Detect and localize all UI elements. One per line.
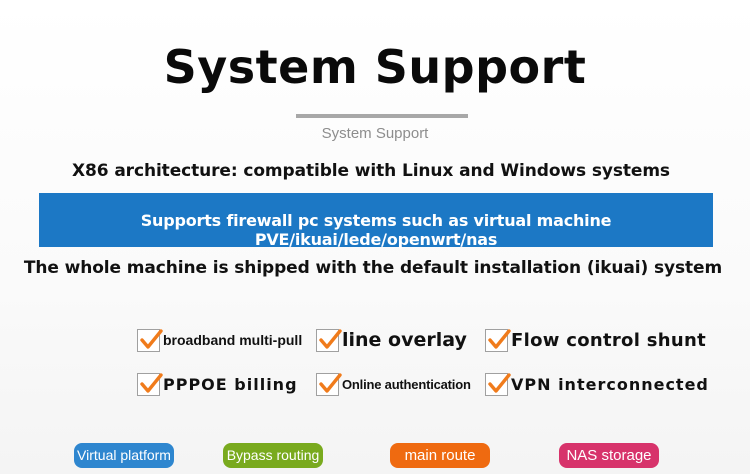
feature-label: Online authentication [342,376,471,392]
support-banner [39,193,713,247]
checkmark-icon [137,372,163,396]
feature-line-overlay: line overlay [316,326,467,354]
checkmark-icon [485,372,511,396]
tag-virtual-platform: Virtual platform [74,443,174,468]
title-underline [296,114,468,118]
tag-bypass-routing: Bypass routing [223,443,323,468]
page-title: System Support [163,40,587,94]
feature-vpn-interconnected: VPN interconnected [485,370,709,398]
support-banner-text: Supports firewall pc systems such as vir… [140,211,612,249]
checkmark-icon [485,328,511,352]
feature-broadband-multi-pull: broadband multi-pull [137,326,302,354]
feature-label: broadband multi-pull [163,332,303,348]
checkmark-icon [137,328,163,352]
feature-label: Flow control shunt [511,329,707,351]
tag-main-route: main route [390,443,490,468]
tag-nas-storage: NAS storage [559,443,659,468]
feature-pppoe-billing: PPPOE billing [137,370,298,398]
architecture-line: X86 architecture: compatible with Linux … [72,161,670,181]
default-system-line: The whole machine is shipped with the de… [23,258,723,278]
feature-label: line overlay [342,329,467,351]
feature-online-authentication: Online authentication [316,370,471,398]
checkmark-icon [316,372,342,396]
feature-flow-control-shunt: Flow control shunt [485,326,706,354]
checkmark-icon [316,328,342,352]
feature-label: PPPOE billing [163,374,298,394]
page-subtitle: System Support [321,125,429,142]
feature-label: VPN interconnected [511,374,709,394]
